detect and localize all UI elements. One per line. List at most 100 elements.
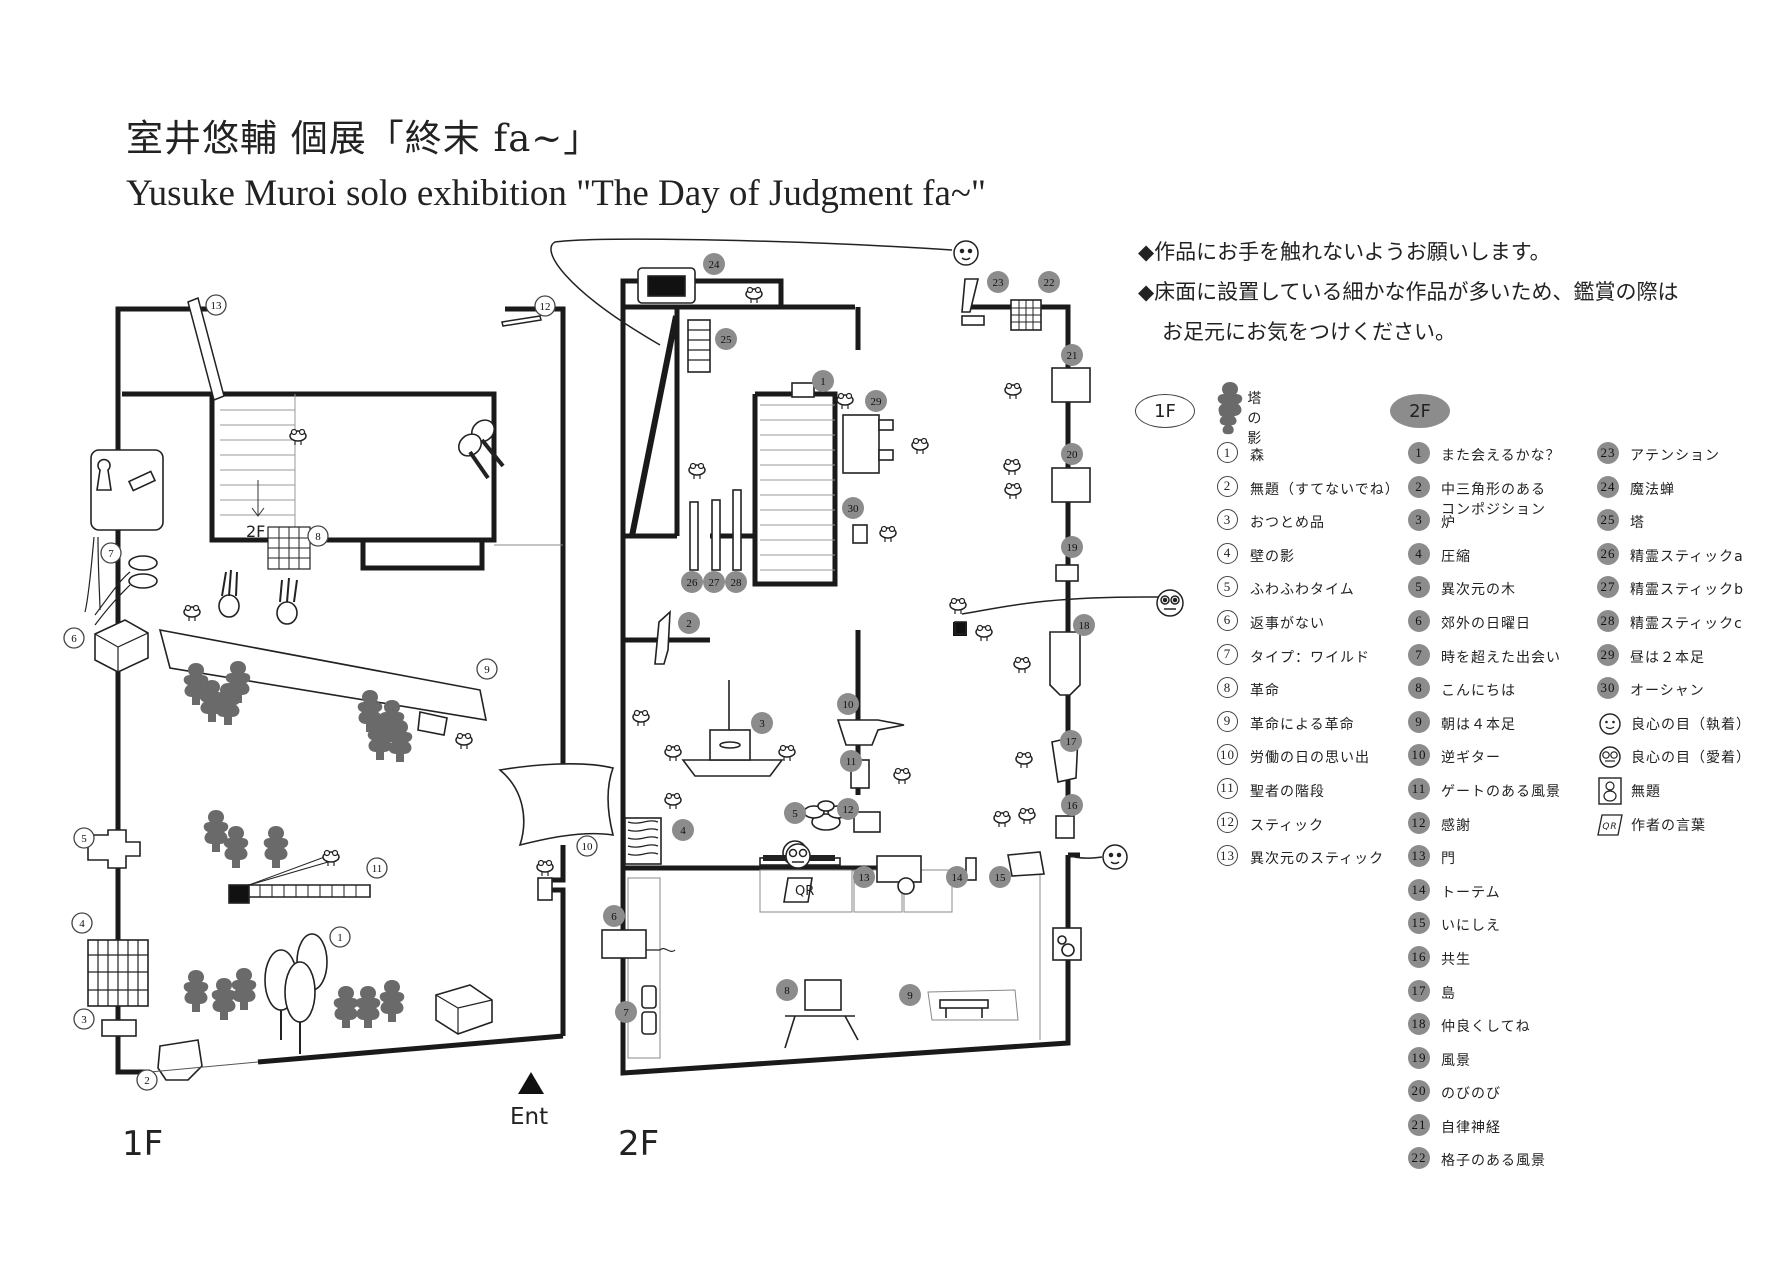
legend-item: 9 革命による革命 — [1217, 710, 1400, 745]
legend-number: 23 — [1597, 442, 1619, 464]
legend-number: 7 — [1408, 643, 1430, 666]
map-marker-number: 7 — [108, 548, 114, 560]
map-marker: 11 — [366, 857, 388, 879]
map-marker-number: 8 — [315, 531, 321, 543]
legend-symbol-label: 作者の言葉 — [1631, 817, 1706, 834]
legend-label: いにしえ — [1441, 918, 1501, 935]
legend-number: 1 — [1408, 442, 1430, 464]
entrance-arrow — [518, 1072, 544, 1094]
legend-number: 18 — [1408, 1013, 1430, 1036]
legend-number: 11 — [1408, 777, 1430, 800]
map-marker-number: 13 — [211, 300, 223, 312]
legend-symbol-label: 良心の目（愛着） — [1631, 750, 1751, 767]
legend-number: 8 — [1408, 677, 1430, 700]
map-marker: 12 — [837, 798, 859, 820]
map-marker: 17 — [1060, 730, 1082, 752]
legend-number: 7 — [1217, 643, 1238, 665]
legend-number: 29 — [1597, 643, 1619, 666]
legend-label: のびのび — [1441, 1086, 1501, 1103]
map-marker: 6 — [63, 627, 85, 649]
legend-label: 魔法蝉 — [1630, 481, 1675, 498]
legend-label: 精霊スティックb — [1630, 582, 1745, 599]
map-marker: 22 — [1038, 271, 1060, 293]
legend-label: 共生 — [1441, 951, 1471, 968]
legend-number: 8 — [1217, 677, 1238, 699]
map-marker-number: 24 — [709, 259, 721, 271]
legend-symbol-item: 良心の目（愛着） — [1597, 744, 1751, 778]
map-marker-number: 29 — [871, 396, 883, 408]
legend-item: 8 革命 — [1217, 677, 1400, 711]
map-marker: 13 — [205, 294, 227, 316]
legend-number: 28 — [1597, 609, 1619, 632]
map-marker-number: 25 — [721, 334, 733, 346]
legend-label: 逆ギター — [1441, 750, 1501, 767]
legend-label: 風景 — [1441, 1052, 1471, 1069]
conscience-eye-affection-icon — [1597, 744, 1623, 770]
legend-label: ふわふわタイム — [1250, 582, 1355, 599]
map-marker: 7 — [100, 542, 122, 564]
map-marker: 18 — [1073, 614, 1095, 636]
legend-label: こんにちは — [1441, 683, 1516, 700]
map-marker: 1 — [329, 926, 351, 948]
map-marker-number: 26 — [687, 577, 699, 589]
legend-number: 3 — [1408, 509, 1430, 532]
map-marker-number: 16 — [1067, 800, 1079, 812]
map-marker: 4 — [71, 912, 93, 934]
floor-label-2f: 2F — [618, 1124, 660, 1164]
map-marker-number: 9 — [484, 664, 490, 676]
map-marker: 12 — [534, 295, 556, 317]
map-marker-number: 17 — [1066, 736, 1078, 748]
map-marker-number: 10 — [843, 699, 855, 711]
legend-number: 11 — [1217, 777, 1238, 799]
legend-label: 仲良くしてね — [1441, 1019, 1531, 1036]
legend-label: 中三角形のあるコンポジション — [1441, 481, 1546, 518]
legend-number: 1 — [1217, 442, 1238, 463]
map-marker-number: 11 — [846, 756, 857, 768]
qr-label-map: QR — [795, 884, 814, 899]
map-marker: 20 — [1061, 443, 1083, 465]
map-marker-number: 4 — [680, 825, 686, 837]
map-marker-number: 18 — [1079, 620, 1091, 632]
map-marker-number: 10 — [582, 841, 594, 853]
map-marker: 4 — [672, 819, 694, 841]
map-marker: 9 — [476, 658, 498, 680]
legend-number: 5 — [1408, 576, 1430, 599]
works-1f — [84, 419, 615, 1081]
map-marker-number: 2 — [686, 618, 692, 630]
legend-label: 異次元の木 — [1441, 582, 1516, 599]
map-marker: 25 — [715, 328, 737, 350]
legend-number: 6 — [1217, 609, 1238, 631]
map-marker: 5 — [73, 827, 95, 849]
legend-number: 4 — [1217, 542, 1238, 564]
legend-number: 10 — [1217, 744, 1238, 766]
legend-number: 9 — [1217, 710, 1238, 732]
map-marker: 2 — [678, 612, 700, 634]
entrance-label: Ent — [510, 1104, 548, 1130]
legend-label: 革命 — [1250, 683, 1280, 700]
legend-label: 革命による革命 — [1250, 716, 1355, 733]
legend-label: 感謝 — [1441, 817, 1471, 834]
legend-label: スティック — [1250, 817, 1325, 834]
legend-item: 8 こんにちは — [1408, 677, 1561, 711]
legend-tower-shadow-label: 塔の影 — [1247, 391, 1262, 447]
map-marker: 10 — [576, 835, 598, 857]
map-marker-number: 1 — [337, 932, 343, 944]
legend-number: 9 — [1408, 710, 1430, 733]
